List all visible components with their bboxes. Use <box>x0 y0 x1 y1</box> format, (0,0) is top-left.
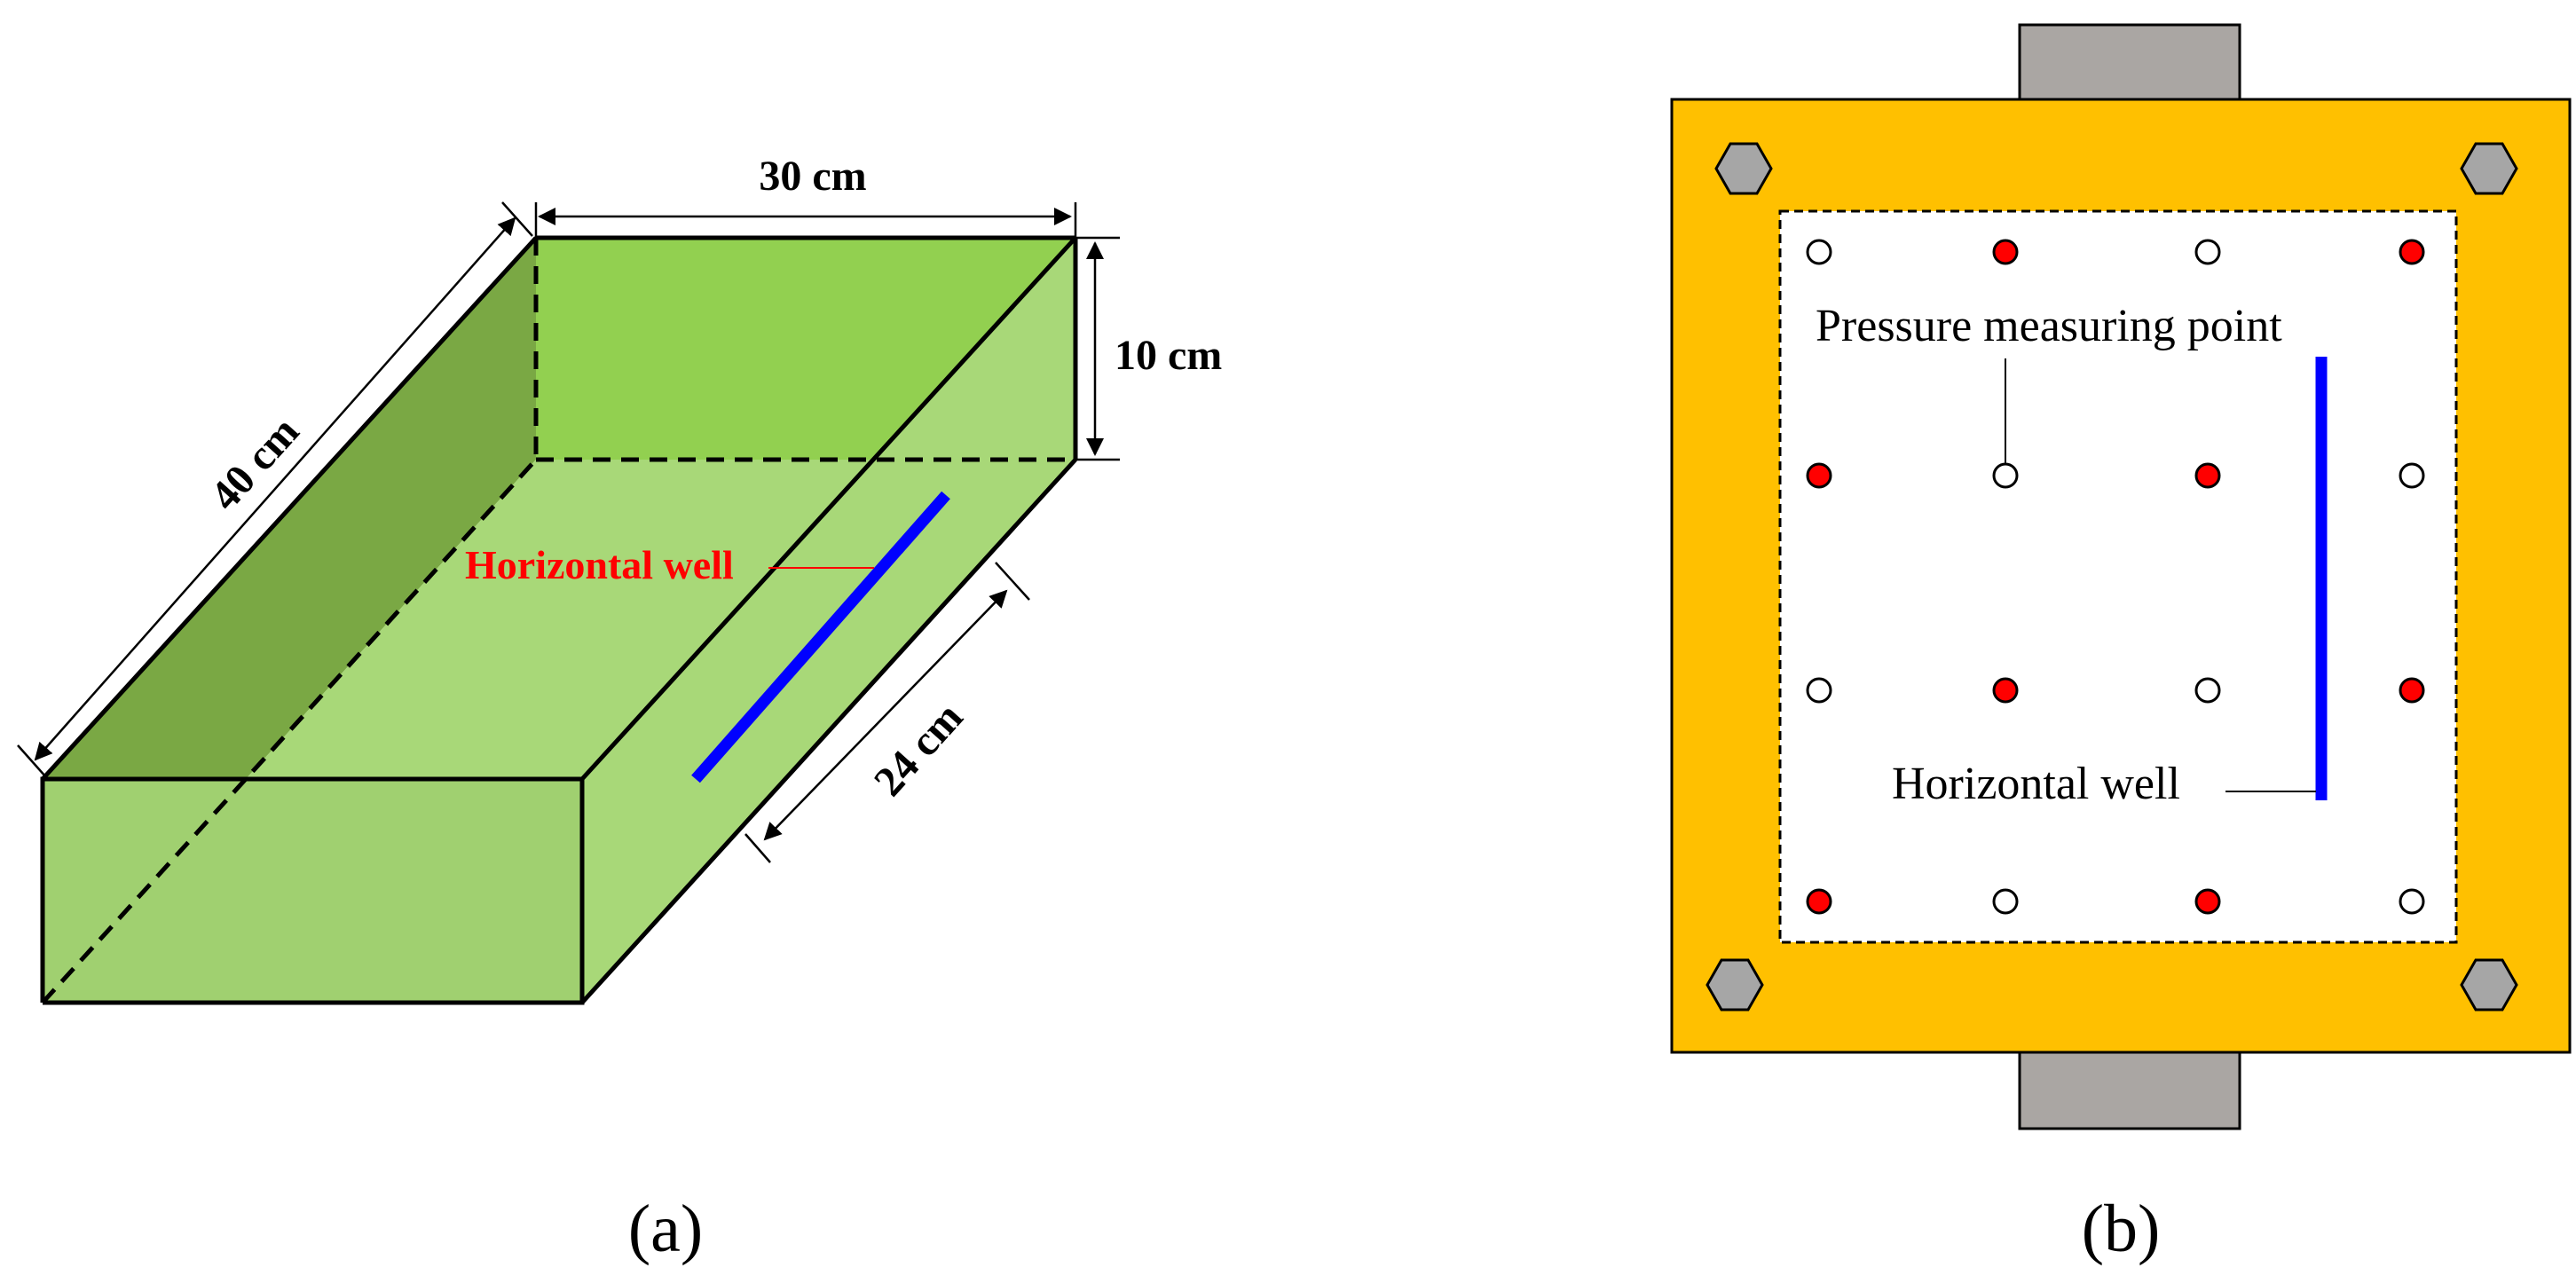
dim-24cm-label: 24 cm <box>865 694 973 806</box>
dim-30cm-label: 30 cm <box>759 153 866 200</box>
measuring-point-red <box>2399 239 2425 265</box>
well-label-a: Horizontal well <box>465 542 734 587</box>
measuring-point-red <box>1806 888 1832 915</box>
measuring-point-white <box>2194 239 2221 265</box>
bolt-icon <box>1706 958 1764 1011</box>
panel-b: Pressure measuring point Horizontal well… <box>1670 23 2572 1266</box>
measuring-point-white <box>1992 462 2019 489</box>
measuring-point-white <box>2399 462 2425 489</box>
dim-40cm <box>17 201 533 778</box>
pressure-label: Pressure measuring point <box>1816 301 2282 351</box>
dim-24cm <box>744 562 1030 863</box>
bolt-icon <box>2460 142 2518 195</box>
measuring-point-red <box>2194 462 2221 489</box>
caption-b: (b) <box>2082 1192 2161 1266</box>
dim-10cm-label: 10 cm <box>1115 332 1222 379</box>
measuring-point-white <box>1806 239 1832 265</box>
dim-10cm <box>1075 236 1120 461</box>
measuring-point-red <box>1806 462 1832 489</box>
sample-area <box>1778 209 2458 944</box>
well-label-b: Horizontal well <box>1892 759 2180 809</box>
measuring-point-red <box>1992 677 2019 704</box>
bolts <box>1706 142 2518 1011</box>
measuring-points <box>1806 239 2425 915</box>
caption-a: (a) <box>628 1192 703 1266</box>
dim-30cm <box>534 202 1077 238</box>
bolt-icon <box>1714 142 1773 195</box>
panel-a: Horizontal well 30 cm 10 cm 40 cm 24 <box>17 153 1222 1266</box>
measuring-point-red <box>2399 677 2425 704</box>
measuring-point-red <box>2194 888 2221 915</box>
measuring-point-red <box>1992 239 2019 265</box>
clamp-top <box>2018 23 2241 103</box>
box-front-face <box>43 779 582 1003</box>
measuring-point-white <box>2194 677 2221 704</box>
bolt-icon <box>2460 958 2518 1011</box>
measuring-point-white <box>1992 888 2019 915</box>
clamp-bottom <box>2018 1051 2241 1130</box>
measuring-point-white <box>1806 677 1832 704</box>
measuring-point-white <box>2399 888 2425 915</box>
